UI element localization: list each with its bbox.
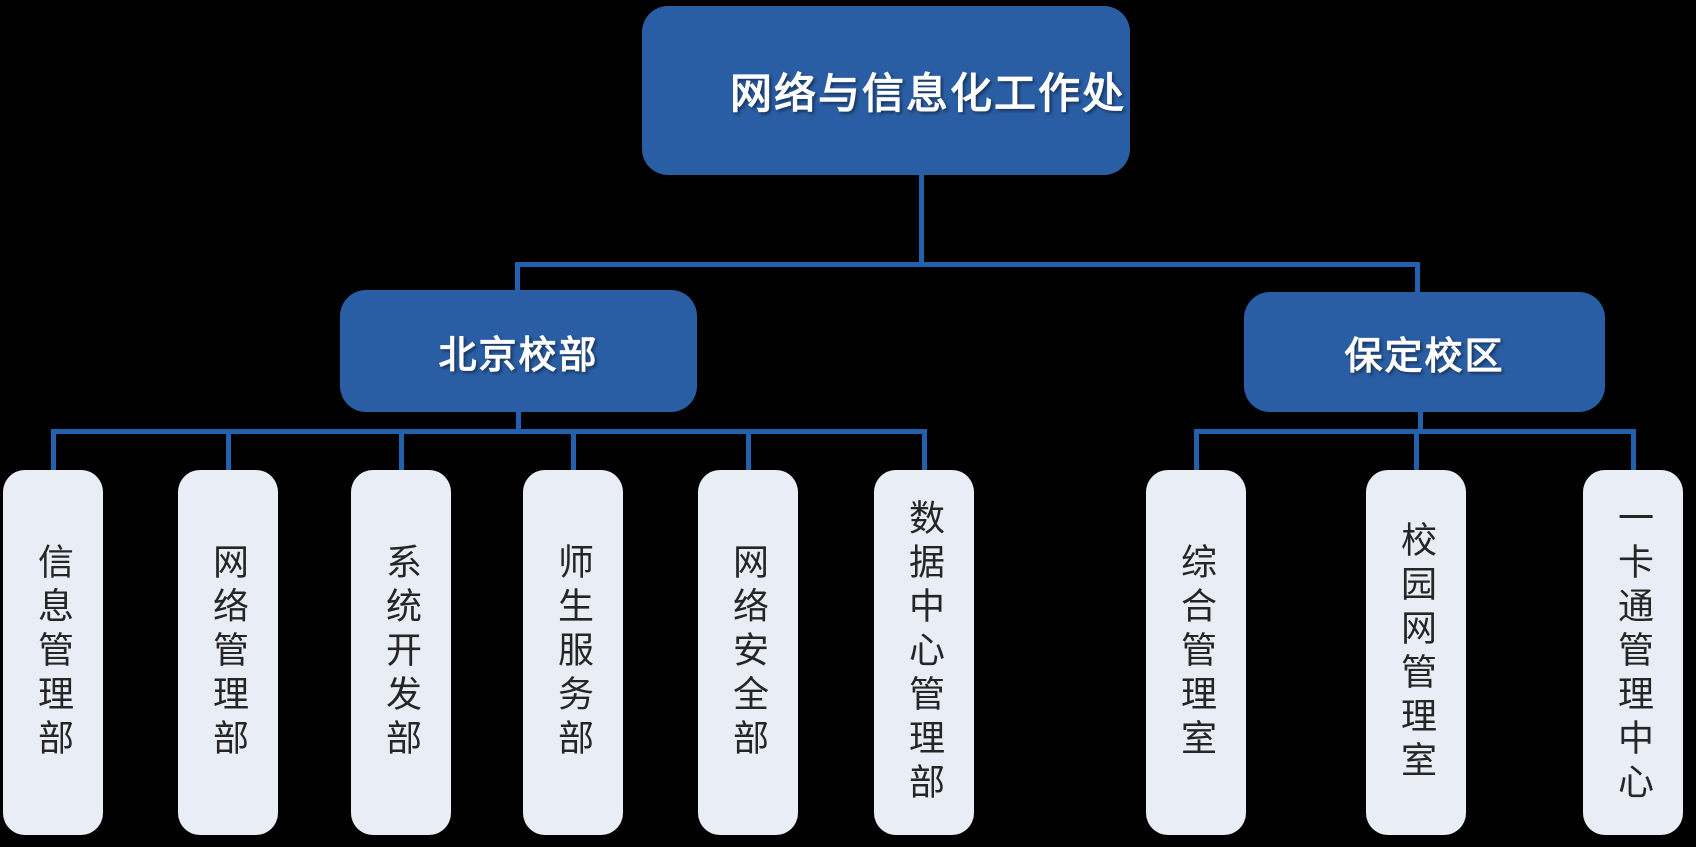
branch-node-baoding: 保定校区 <box>1244 292 1605 412</box>
leaf-onecard-management-center: 一卡通管理中心 <box>1583 470 1683 835</box>
connector-leaf7-drop <box>1194 429 1199 472</box>
leaf-network-security-dept-label: 网络安全部 <box>728 542 769 763</box>
connector-upper-rail <box>515 262 1420 267</box>
leaf-data-center-management-dept: 数据中心管理部 <box>874 470 974 835</box>
connector-leaf2-drop <box>226 429 231 472</box>
connector-leaf3-drop <box>399 429 404 472</box>
leaf-info-management-dept: 信息管理部 <box>3 470 103 835</box>
branch-node-beijing: 北京校部 <box>340 290 697 412</box>
leaf-faculty-student-service-dept-label: 师生服务部 <box>553 542 594 763</box>
connector-leaf4-drop <box>571 429 576 472</box>
leaf-data-center-management-dept-label: 数据中心管理部 <box>904 498 945 807</box>
connector-beijing-stem <box>516 408 521 434</box>
root-node: 网络与信息化工作处 <box>642 6 1130 175</box>
leaf-faculty-student-service-dept: 师生服务部 <box>523 470 623 835</box>
connector-leaf6-drop <box>922 429 927 472</box>
connector-leaf8-drop <box>1414 429 1419 472</box>
leaf-general-management-office: 综合管理室 <box>1146 470 1246 835</box>
branch-node-baoding-label: 保定校区 <box>1344 335 1505 378</box>
connector-leaf1-drop <box>51 429 56 472</box>
connector-root-drop <box>919 172 924 267</box>
connector-beijing-drop <box>515 262 520 295</box>
connector-leaf5-drop <box>746 429 751 472</box>
leaf-info-management-dept-label: 信息管理部 <box>33 542 74 763</box>
leaf-system-development-dept-label: 系统开发部 <box>381 542 422 763</box>
leaf-network-management-dept: 网络管理部 <box>178 470 278 835</box>
leaf-campus-network-management-office-label: 校园网管理室 <box>1396 520 1437 785</box>
connector-leaf9-drop <box>1631 429 1636 472</box>
connector-baoding-stem <box>1418 408 1423 434</box>
leaf-general-management-office-label: 综合管理室 <box>1176 542 1217 763</box>
leaf-campus-network-management-office: 校园网管理室 <box>1366 470 1466 835</box>
leaf-network-management-dept-label: 网络管理部 <box>208 542 249 763</box>
connector-left-rail <box>51 429 927 434</box>
root-node-label: 网络与信息化工作处 <box>729 70 1126 117</box>
leaf-onecard-management-center-label: 一卡通管理中心 <box>1613 498 1654 807</box>
leaf-system-development-dept: 系统开发部 <box>351 470 451 835</box>
connector-baoding-drop <box>1415 262 1420 297</box>
branch-node-beijing-label: 北京校部 <box>438 334 599 377</box>
leaf-network-security-dept: 网络安全部 <box>698 470 798 835</box>
